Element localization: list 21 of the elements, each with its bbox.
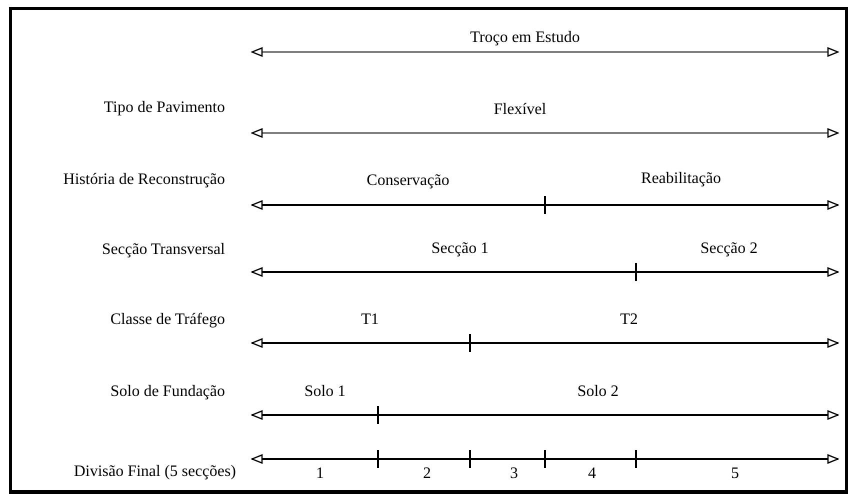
section-number: 3 [510,465,518,483]
segment-label: Reabilitação [641,170,721,188]
segment-label: Solo 1 [304,383,346,401]
segment-label: T2 [620,311,638,329]
segment-label: Solo 2 [577,383,619,401]
section-number: 2 [423,465,431,483]
segment-label: T1 [361,311,379,329]
row-label: Divisão Final (5 secções) [74,463,236,481]
segment-label: Secção 1 [431,240,489,258]
section-number: 4 [588,465,596,483]
row-label: Secção Transversal [102,241,225,259]
segment-label: Flexível [494,101,546,119]
segment-label: Secção 2 [700,240,758,258]
segment-label: Conservação [366,172,450,190]
section-number: 1 [316,465,324,483]
row-label: Tipo de Pavimento [104,99,225,117]
row-label: História de Reconstrução [63,171,225,189]
row-label: Solo de Fundação [110,383,225,401]
row-label: Classe de Tráfego [110,311,225,329]
section-number: 5 [731,465,739,483]
segment-label: Troço em Estudo [470,29,580,47]
